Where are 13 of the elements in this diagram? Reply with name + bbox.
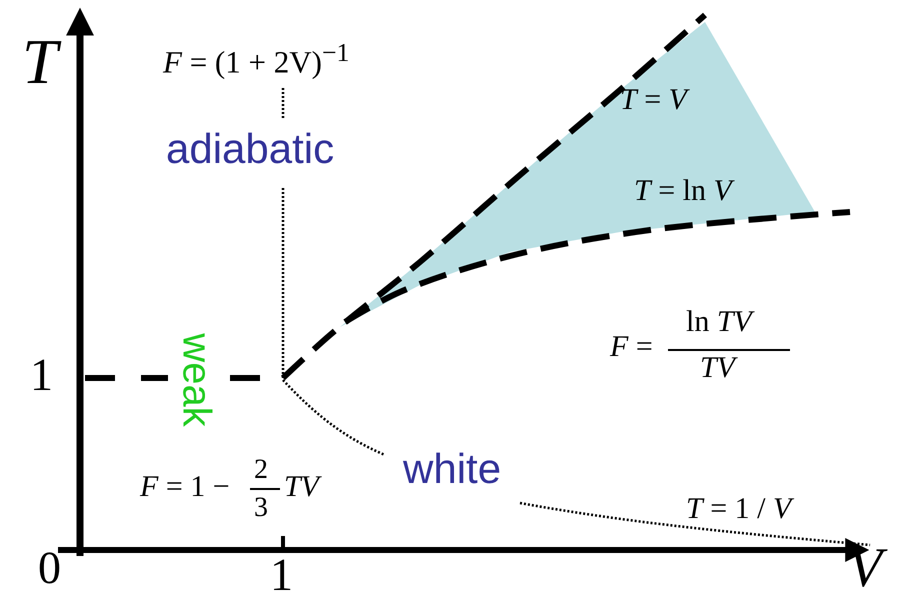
- region-label: adiabatic: [166, 128, 334, 170]
- tick-label: 0: [38, 545, 61, 591]
- tick-label: 1: [30, 352, 53, 398]
- region-label: white: [403, 448, 502, 490]
- equation-label: 3: [254, 494, 268, 522]
- tick-label: 1: [270, 552, 293, 598]
- equation-label: F =: [610, 332, 653, 362]
- equation-label: 2: [254, 456, 268, 484]
- equation-label: TV: [700, 353, 736, 383]
- equation-label: F = (1 + 2V)$^{−1}$: [163, 40, 350, 78]
- equation-label: TV: [284, 472, 320, 502]
- region-label: weak: [176, 333, 217, 427]
- equation-label: F = 1 −: [140, 472, 230, 502]
